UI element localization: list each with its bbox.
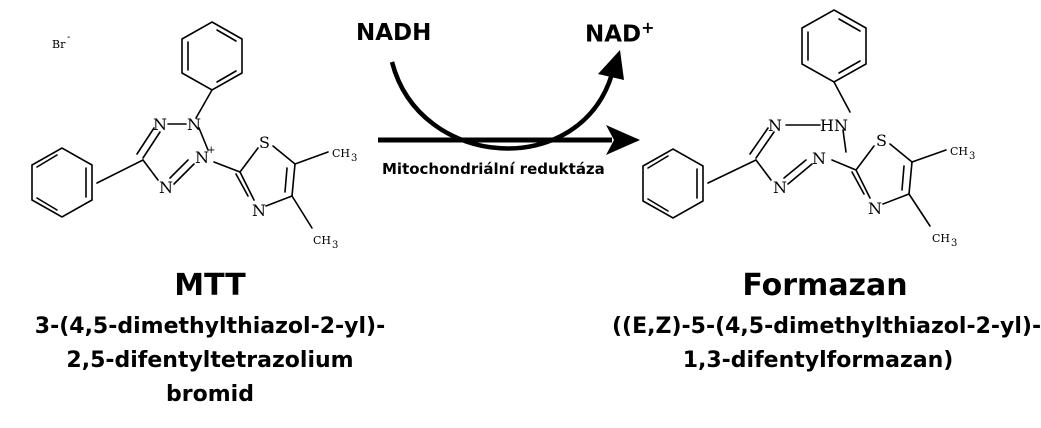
formazan-methyl-label: CH xyxy=(950,145,968,158)
mtt-atom-s: S xyxy=(259,133,270,152)
formazan-atom-n: N xyxy=(868,199,882,218)
mtt-methyl-subscript: 3 xyxy=(351,153,357,164)
formazan-bond xyxy=(833,81,851,113)
formazan-bond xyxy=(707,159,757,184)
reaction-arrows xyxy=(378,50,640,155)
mtt-iupac-line-1: 3-(4,5-dimethylthiazol-2-yl)- xyxy=(34,314,386,339)
cofactor-nad-label: NAD+ xyxy=(585,18,655,48)
mtt-bond xyxy=(96,159,144,184)
formazan-atom-s: S xyxy=(876,131,887,150)
formazan-name: Formazan xyxy=(742,268,908,303)
cofactor-nadh-label: NADH xyxy=(356,20,432,46)
formazan-atom-n: N xyxy=(768,116,782,135)
mtt-iupac-line-3: bromid xyxy=(166,382,254,407)
formazan-thiazole-ring: S N xyxy=(851,131,913,218)
formazan-left-phenyl-ring xyxy=(642,148,704,219)
mtt-tetrazole-ring: N N N N + xyxy=(136,115,215,197)
cofactor-arrowhead xyxy=(598,50,624,80)
mtt-bond xyxy=(213,161,241,173)
mtt-thiazole-ring: S N xyxy=(235,133,296,220)
cofactor-nad-text: NAD xyxy=(585,21,642,48)
formazan-bond xyxy=(831,159,857,171)
mtt-bond xyxy=(294,151,329,165)
mtt-methyl-label: CH xyxy=(332,147,350,160)
formazan-iupac-line-2: 1,3-difentylformazan) xyxy=(682,348,954,373)
formazan-methyl-subscript: 3 xyxy=(951,238,957,249)
formazan-atom-n: N xyxy=(812,149,826,168)
formazan-chain: N HN N N xyxy=(749,116,848,197)
mtt-bond xyxy=(291,195,313,229)
mtt-name: MTT xyxy=(174,268,246,303)
cofactor-nad-charge: + xyxy=(641,18,655,37)
mtt-atom-n: N xyxy=(159,178,173,197)
formazan-structure: N HN N N S N CH 3 xyxy=(642,9,975,249)
mtt-atom-n: N xyxy=(153,115,167,134)
formazan-bond xyxy=(908,193,931,227)
main-arrowhead xyxy=(606,125,640,155)
mtt-atom-n: N xyxy=(187,115,201,134)
formazan-atom-n: N xyxy=(773,178,787,197)
mtt-methyl-subscript: 3 xyxy=(332,240,338,251)
formazan-top-phenyl-ring xyxy=(801,9,867,83)
formazan-methyl-label: CH xyxy=(932,232,950,245)
cofactor-curved-arrow xyxy=(389,61,615,151)
formazan-iupac-line-1: ((E,Z)-5-(4,5-dimethylthiazol-2-yl)- xyxy=(612,314,1041,339)
mtt-iupac-line-2: 2,5-difentyltetrazolium xyxy=(66,348,354,373)
formazan-bond xyxy=(911,149,947,163)
enzyme-label: Mitochondriální reduktáza xyxy=(382,160,605,178)
mtt-atom-n: N xyxy=(252,201,266,220)
mtt-methyl-label: CH xyxy=(313,234,331,247)
mtt-bond xyxy=(195,89,213,119)
mtt-atom-n: N xyxy=(195,148,209,167)
mtt-left-phenyl-ring xyxy=(31,147,93,218)
formazan-methyl-subscript: 3 xyxy=(969,151,975,162)
mtt-top-phenyl-ring xyxy=(181,21,243,91)
mtt-counterion: Br xyxy=(52,38,66,51)
mtt-positive-charge: + xyxy=(207,145,215,156)
mtt-counterion-charge: - xyxy=(67,32,70,43)
formazan-atom-hn: HN xyxy=(820,116,848,135)
mtt-structure: Br - N N N N + xyxy=(31,21,357,251)
